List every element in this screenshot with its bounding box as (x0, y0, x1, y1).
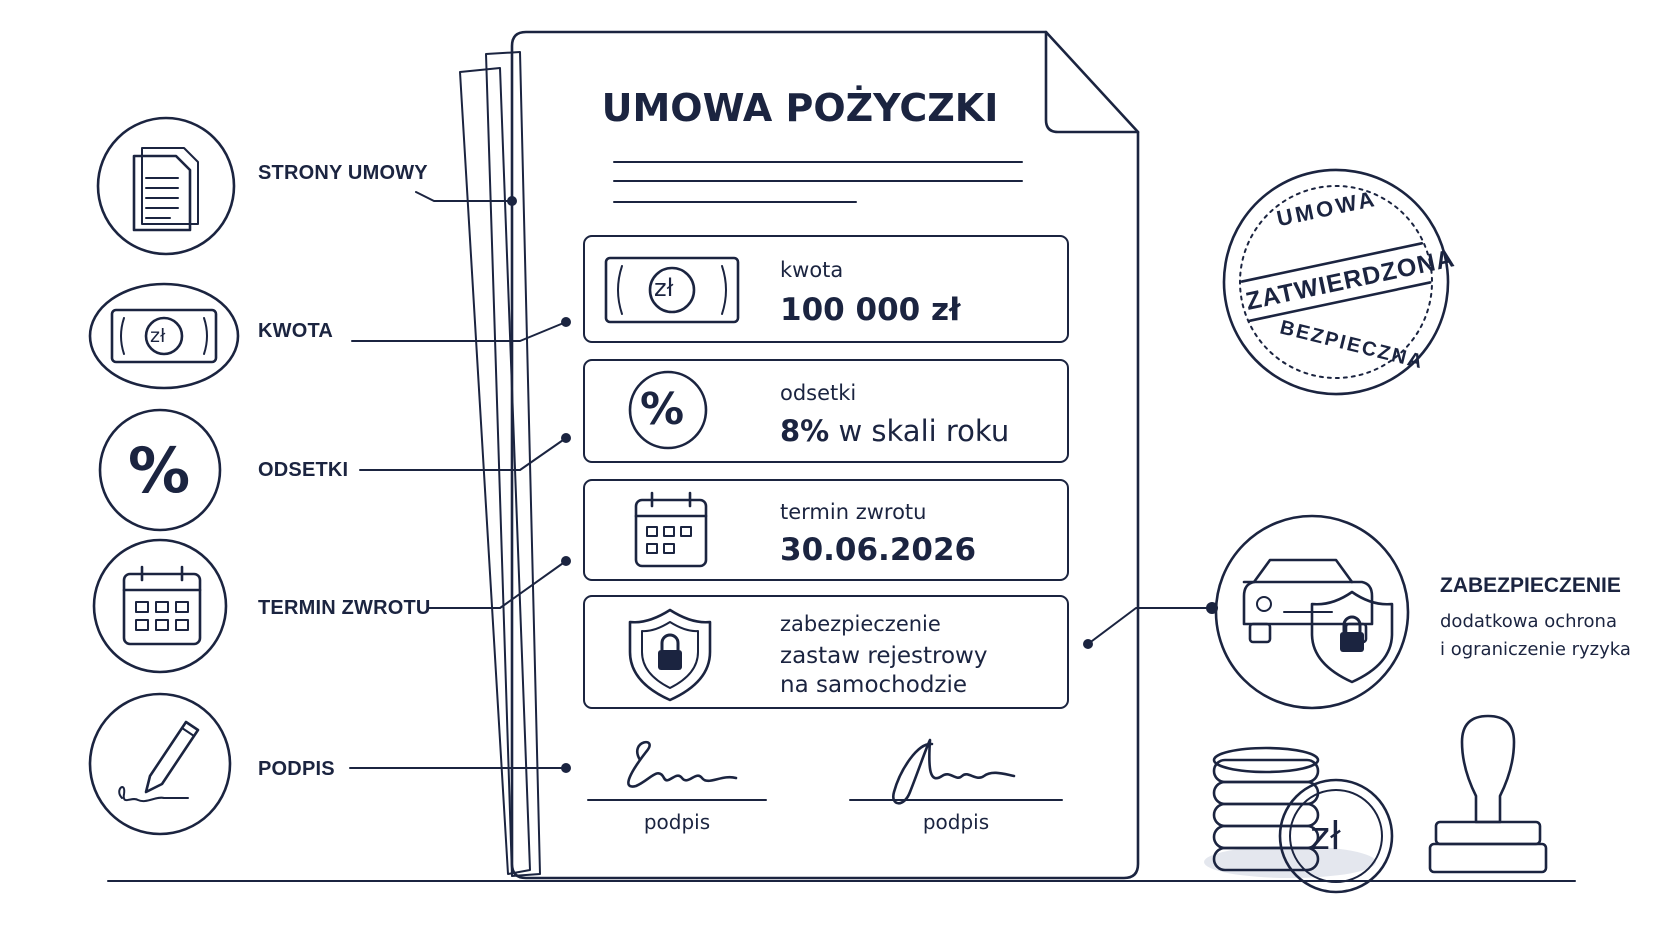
row-amount-box (583, 235, 1069, 343)
amount-value: 100 000 zł (780, 292, 961, 328)
contract-document (510, 30, 1140, 880)
connectors (349, 191, 1218, 773)
interest-rate: 8% (780, 414, 830, 448)
collateral-value-line1: zastaw rejestrowy (780, 643, 988, 669)
pen-signature-icon (118, 720, 200, 803)
percent-icon (628, 370, 708, 450)
amount-label: kwota (780, 258, 844, 282)
banknote-icon (604, 256, 740, 324)
row-term-box (583, 479, 1069, 581)
signature-left (587, 740, 767, 801)
circle-document (96, 116, 236, 256)
circle-banknote (88, 282, 240, 390)
rubber-stamp-icon (1428, 714, 1548, 874)
shield-lock-small-icon (1310, 590, 1394, 684)
back-sheets (459, 51, 541, 877)
circle-percent (98, 408, 222, 532)
security-desc-line1: dodatkowa ochrona (1440, 611, 1617, 632)
callout-label-term: TERMIN ZWROTU (258, 597, 431, 619)
document-title: UMOWA POŻYCZKI (601, 86, 999, 130)
callout-label-interest: ODSETKI (258, 459, 349, 481)
shield-lock-icon (628, 608, 712, 702)
big-coin (1278, 778, 1394, 894)
signature-caption-right: podpis (922, 810, 990, 834)
row-collateral-box (583, 595, 1069, 709)
coin-currency: zł (1310, 814, 1341, 858)
security-desc-line2: i ograniczenie ryzyka (1440, 639, 1631, 660)
approval-stamp (1222, 168, 1450, 396)
percent-glyph-row: % (640, 384, 685, 435)
small-banknote-currency: zł (150, 325, 166, 347)
callout-label-parties: STRONY UMOWY (258, 162, 428, 184)
callout-label-signature: PODPIS (258, 758, 335, 780)
circle-security (1214, 514, 1410, 710)
term-value: 30.06.2026 (780, 532, 977, 568)
circle-signature (88, 692, 232, 836)
calendar-icon (634, 491, 708, 568)
coin-stack (1204, 746, 1376, 878)
callout-label-amount: KWOTA (258, 320, 334, 342)
row-interest-box (583, 359, 1069, 463)
collateral-value-line2: na samochodzie (780, 672, 968, 698)
document-icon (132, 147, 199, 232)
term-label: termin zwrotu (780, 500, 927, 524)
interest-period: w skali roku (829, 414, 1010, 448)
circle-calendar (92, 538, 228, 674)
signature-right (849, 738, 1063, 805)
signature-caption-left: podpis (643, 810, 711, 834)
car-icon (1242, 558, 1374, 644)
percent-glyph-left: % (128, 434, 191, 507)
collateral-label: zabezpieczenie (780, 612, 941, 636)
banknote-currency: zł (654, 274, 674, 302)
security-title: ZABEZPIECZENIE (1440, 574, 1621, 597)
interest-value: 8% w skali roku (780, 414, 1009, 448)
interest-label: odsetki (780, 381, 857, 405)
